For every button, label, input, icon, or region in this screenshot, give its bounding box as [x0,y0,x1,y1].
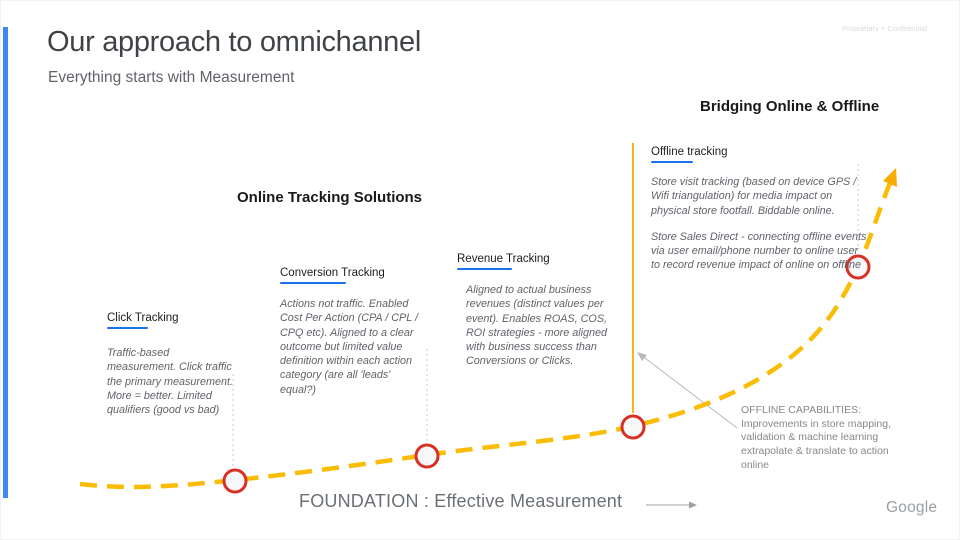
milestone-circle-conversion [414,443,440,469]
bridging-online-offline-header: Bridging Online & Offline [700,98,880,115]
slide-subtitle: Everything starts with Measurement [48,69,295,86]
capabilities-callout-arrowhead-icon [637,352,647,361]
revenue-tracking-title: Revenue Tracking [457,253,550,265]
milestone-circle-click [222,468,248,494]
offline-tracking-body-2: Store Sales Direct - connecting offline … [651,230,867,272]
revenue-tracking-body: Aligned to actual business revenues (dis… [466,284,608,368]
google-logo: Google [886,499,938,516]
conversion-tracking-underline [280,282,346,284]
offline-tracking-title: Offline tracking [651,146,728,158]
click-tracking-underline [107,327,148,329]
slide-title: Our approach to omnichannel [47,26,421,58]
confidential-label: Proprietary + Confidential [842,24,927,33]
click-tracking-section: Click Tracking Traffic-based measurement… [107,312,235,417]
offline-tracking-underline [651,161,693,163]
offline-tracking-section: Offline tracking Store visit tracking (b… [651,146,869,273]
revenue-tracking-section: Revenue Tracking Aligned to actual busin… [457,253,609,369]
revenue-tracking-underline [457,268,512,270]
conversion-tracking-title: Conversion Tracking [280,267,385,279]
left-accent-bar [3,27,8,498]
online-tracking-solutions-header: Online Tracking Solutions [237,189,423,206]
click-tracking-title: Click Tracking [107,312,179,324]
conversion-tracking-section: Conversion Tracking Actions not traffic.… [280,267,425,397]
offline-tracking-body-1: Store visit tracking (based on device GP… [651,176,857,217]
offline-capabilities-note: OFFLINE CAPABILITIES: Improvements in st… [741,404,891,471]
click-tracking-body: Traffic-based measurement. Click traffic… [107,347,234,416]
capabilities-callout-line [640,354,738,429]
milestone-circle-revenue [620,414,646,440]
foundation-arrowhead-icon [689,501,697,509]
conversion-tracking-body: Actions not traffic. Enabled Cost Per Ac… [280,298,419,396]
foundation-label: FOUNDATION : Effective Measurement [299,491,623,511]
growth-curve-arrowhead-icon [883,168,897,187]
